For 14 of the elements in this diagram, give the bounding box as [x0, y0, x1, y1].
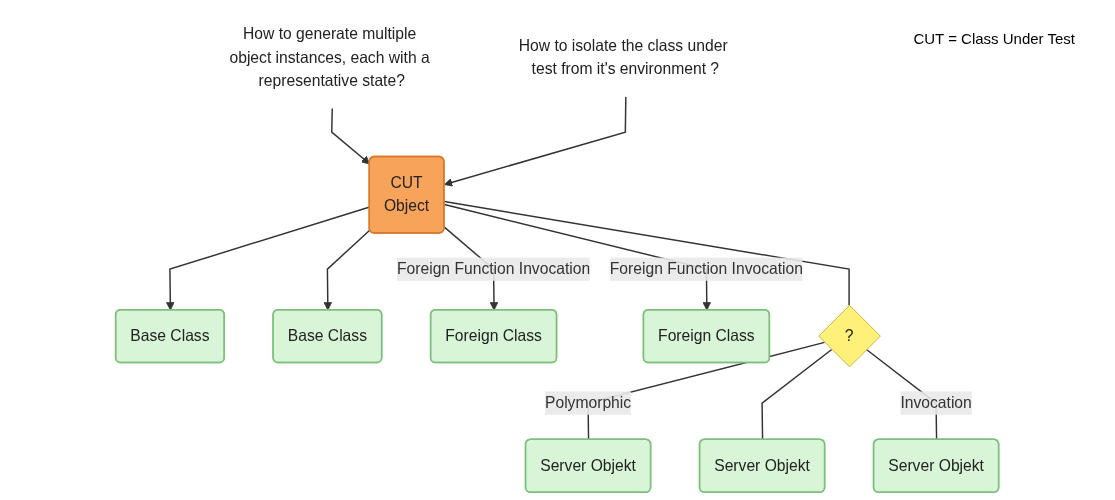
edge-label: Polymorphic: [545, 394, 632, 411]
edge-label: Foreign Function Invocation: [610, 260, 804, 277]
node-text: How to isolate the class under test from it's environment ?: [519, 37, 728, 78]
arrow: [331, 107, 371, 165]
arrow: [166, 206, 371, 311]
edge-label: Foreign Function Invocation: [397, 260, 591, 277]
connector: [761, 348, 833, 441]
node-text: How to generate multiple object instances, each with a representative state?: [229, 25, 431, 90]
edge-label: Invocation: [900, 394, 973, 411]
note-text: CUT = Class Under Test: [913, 30, 1075, 47]
connector: [444, 200, 851, 307]
node-diamond: ?: [818, 304, 882, 368]
arrow: [323, 229, 372, 311]
arrow: [444, 95, 627, 187]
